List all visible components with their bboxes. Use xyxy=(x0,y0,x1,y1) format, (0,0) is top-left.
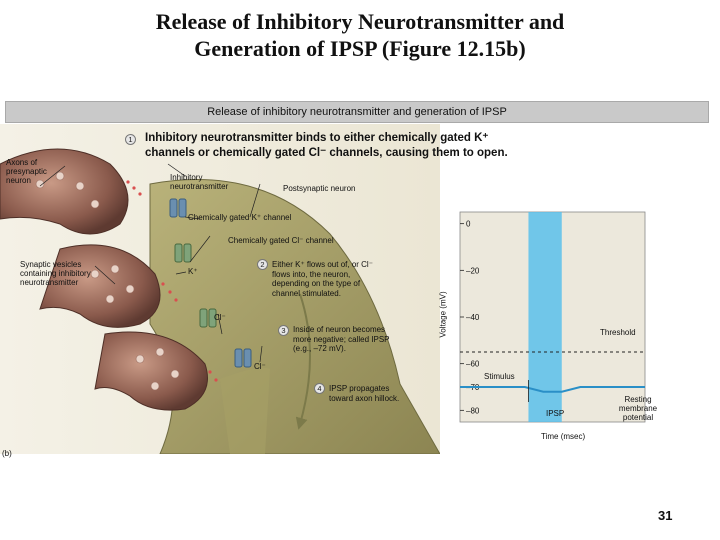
panel-label-b: (b) xyxy=(2,449,12,458)
synaptic-vesicles-label: Synaptic vesicles containing inhibitory … xyxy=(20,260,100,287)
inhibitory-neurotransmitter-label: Inhibitory neurotransmitter xyxy=(170,173,240,191)
y-axis-label: Voltage (mV) xyxy=(439,291,448,337)
stimulus-band xyxy=(528,212,561,422)
step-4-marker: 4 xyxy=(314,383,325,394)
page-number: 31 xyxy=(658,508,672,523)
y-tick-label: –40 xyxy=(466,313,480,322)
resting-membrane-label: Resting membrane potential xyxy=(608,395,668,422)
x-axis-label: Time (msec) xyxy=(541,432,585,441)
y-tick-label: 0 xyxy=(466,220,471,229)
slide-title: Release of Inhibitory Neurotransmitter a… xyxy=(0,8,720,62)
step-2-text: Either K⁺ flows out of, or Cl⁻ flows int… xyxy=(272,260,382,298)
y-tick-label: –80 xyxy=(466,406,480,415)
k-ion-label: K⁺ xyxy=(188,267,198,276)
threshold-label: Threshold xyxy=(600,328,636,337)
cl-ion-label-1: Cl⁻ xyxy=(214,313,226,322)
y-tick-label: –20 xyxy=(466,266,480,275)
ipsp-graph-svg: 0–20–40–60–70–80 xyxy=(440,202,720,452)
ipsp-graph: 0–20–40–60–70–80 Voltage (mV) Time (msec… xyxy=(440,202,720,452)
synapse-illustration: Axons of presynaptic neuron Inhibitory n… xyxy=(0,124,440,454)
figure-banner: Release of inhibitory neurotransmitter a… xyxy=(5,101,709,123)
step-3-marker: 3 xyxy=(278,325,289,336)
figure-area: Axons of presynaptic neuron Inhibitory n… xyxy=(0,124,720,454)
step-2-marker: 2 xyxy=(257,259,268,270)
step-4-text: IPSP propagates toward axon hillock. xyxy=(329,384,409,403)
title-line-1: Release of Inhibitory Neurotransmitter a… xyxy=(0,8,720,35)
stimulus-label: Stimulus xyxy=(484,372,515,381)
title-line-2: Generation of IPSP (Figure 12.15b) xyxy=(0,35,720,62)
postsynaptic-neuron-label: Postsynaptic neuron xyxy=(283,184,356,193)
ipsp-label: IPSP xyxy=(546,409,564,418)
step-1-marker: 1 xyxy=(125,134,136,145)
y-tick-label: –60 xyxy=(466,360,480,369)
axons-label: Axons of presynaptic neuron xyxy=(6,158,66,185)
k-channel-label: Chemically gated K⁺ channel xyxy=(188,213,291,222)
cl-channel-label: Chemically gated Cl⁻ channel xyxy=(228,236,334,245)
step-3-text: Inside of neuron becomes more negative; … xyxy=(293,325,401,354)
step-1-text: Inhibitory neurotransmitter binds to eit… xyxy=(145,131,525,161)
cl-ion-label-2: Cl⁻ xyxy=(254,362,266,371)
